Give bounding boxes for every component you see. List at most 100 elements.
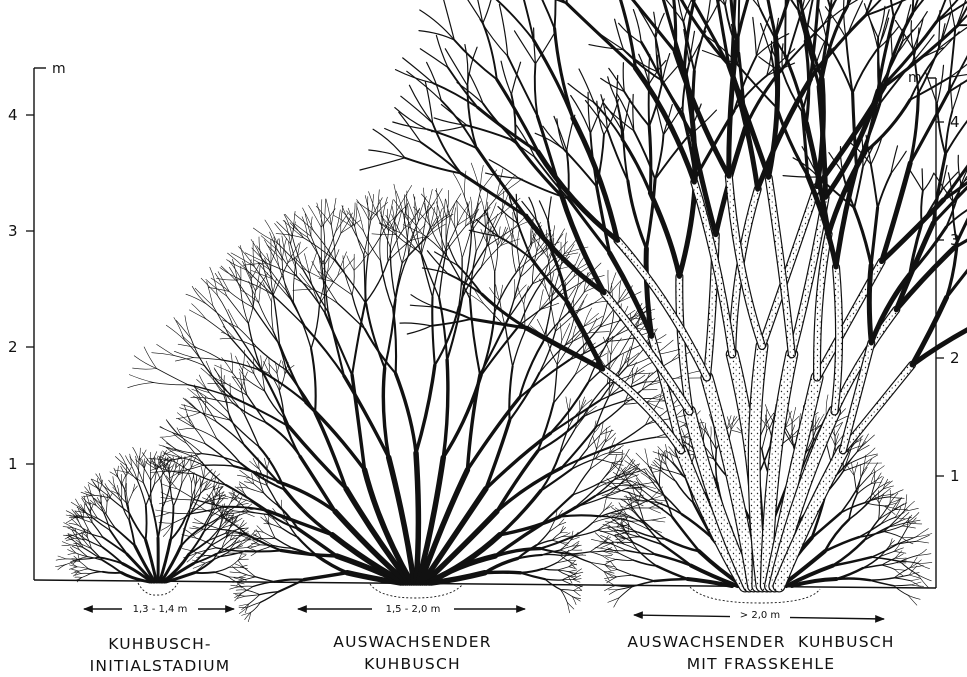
twig <box>609 273 616 295</box>
twig <box>255 577 274 582</box>
twig <box>529 197 537 220</box>
twig <box>614 542 634 543</box>
twig <box>188 473 191 482</box>
twig <box>470 299 480 375</box>
twig <box>911 0 914 14</box>
twig <box>393 122 428 129</box>
bush-1-width-label: 1,3 - 1,4 m <box>133 604 188 615</box>
twig <box>521 569 543 573</box>
twig <box>287 291 306 327</box>
twig <box>289 242 296 267</box>
twig <box>560 526 563 533</box>
twig <box>239 523 247 529</box>
twig <box>925 71 937 104</box>
twig <box>250 461 260 469</box>
twig <box>554 116 567 150</box>
twig <box>178 435 205 444</box>
twig <box>428 129 477 148</box>
bush-3-width-label: > 2,0 m <box>740 610 780 621</box>
twig <box>867 11 878 50</box>
twig <box>121 485 122 501</box>
twig <box>560 428 569 454</box>
twig <box>97 497 101 503</box>
twig <box>352 227 368 256</box>
left-height-scale: m 1 2 3 4 <box>8 61 66 580</box>
twig <box>595 479 615 496</box>
twig <box>245 415 260 447</box>
twig <box>436 36 448 68</box>
twig <box>539 201 548 221</box>
twig <box>251 263 260 279</box>
twig <box>610 515 625 516</box>
twig <box>317 203 324 228</box>
twig <box>229 267 240 289</box>
twig <box>497 79 538 151</box>
twig <box>146 506 147 540</box>
twig <box>166 443 179 452</box>
left-tick-2-label: 2 <box>8 338 18 356</box>
twig <box>320 276 338 305</box>
twig <box>524 0 555 29</box>
twig <box>115 488 121 502</box>
bush-1-root-outline <box>138 583 178 595</box>
twig <box>311 349 316 413</box>
twig <box>338 304 365 330</box>
twig <box>562 324 570 341</box>
twig <box>889 539 892 547</box>
twig <box>908 595 917 605</box>
twig <box>606 570 617 573</box>
twig <box>269 357 270 373</box>
twig <box>172 433 186 444</box>
twig <box>79 518 93 523</box>
twig <box>62 542 70 545</box>
twig <box>650 499 667 501</box>
twig <box>394 184 397 211</box>
twig <box>448 68 478 108</box>
twig <box>651 517 666 520</box>
twig <box>238 282 254 308</box>
twig <box>128 492 133 504</box>
twig <box>207 282 213 306</box>
twig <box>918 562 932 563</box>
twig <box>185 316 191 339</box>
twig <box>894 585 911 586</box>
twig <box>129 375 154 383</box>
twig <box>727 417 731 430</box>
twig <box>909 575 919 578</box>
twig <box>229 560 239 568</box>
twig <box>923 173 934 191</box>
twig <box>627 488 642 489</box>
twig <box>232 259 237 282</box>
twig <box>854 462 858 475</box>
twig <box>882 565 895 570</box>
twig <box>871 135 883 164</box>
twig <box>658 450 661 465</box>
twig <box>836 578 870 580</box>
twig <box>487 210 504 224</box>
twig <box>110 530 127 554</box>
twig <box>432 125 467 131</box>
twig <box>649 126 651 193</box>
twig <box>650 193 679 276</box>
twig <box>69 567 77 570</box>
twig <box>505 327 512 366</box>
twig <box>854 208 871 265</box>
twig <box>853 50 877 93</box>
bush-3-caption-line-2: MIT FRASSKEHLE <box>616 653 906 675</box>
twig <box>703 0 725 6</box>
twig <box>266 423 300 457</box>
twig <box>176 321 191 339</box>
twig <box>869 265 871 343</box>
twig <box>387 200 393 225</box>
twig <box>344 272 352 295</box>
twig <box>480 318 508 374</box>
twig <box>535 64 538 116</box>
twig <box>457 201 458 226</box>
bush-3-width-indicator: > 2,0 m <box>634 607 884 621</box>
twig <box>545 579 562 580</box>
twig <box>487 202 488 224</box>
twig <box>622 449 630 462</box>
twig <box>510 0 567 4</box>
twig <box>311 236 322 265</box>
twig <box>191 483 192 497</box>
